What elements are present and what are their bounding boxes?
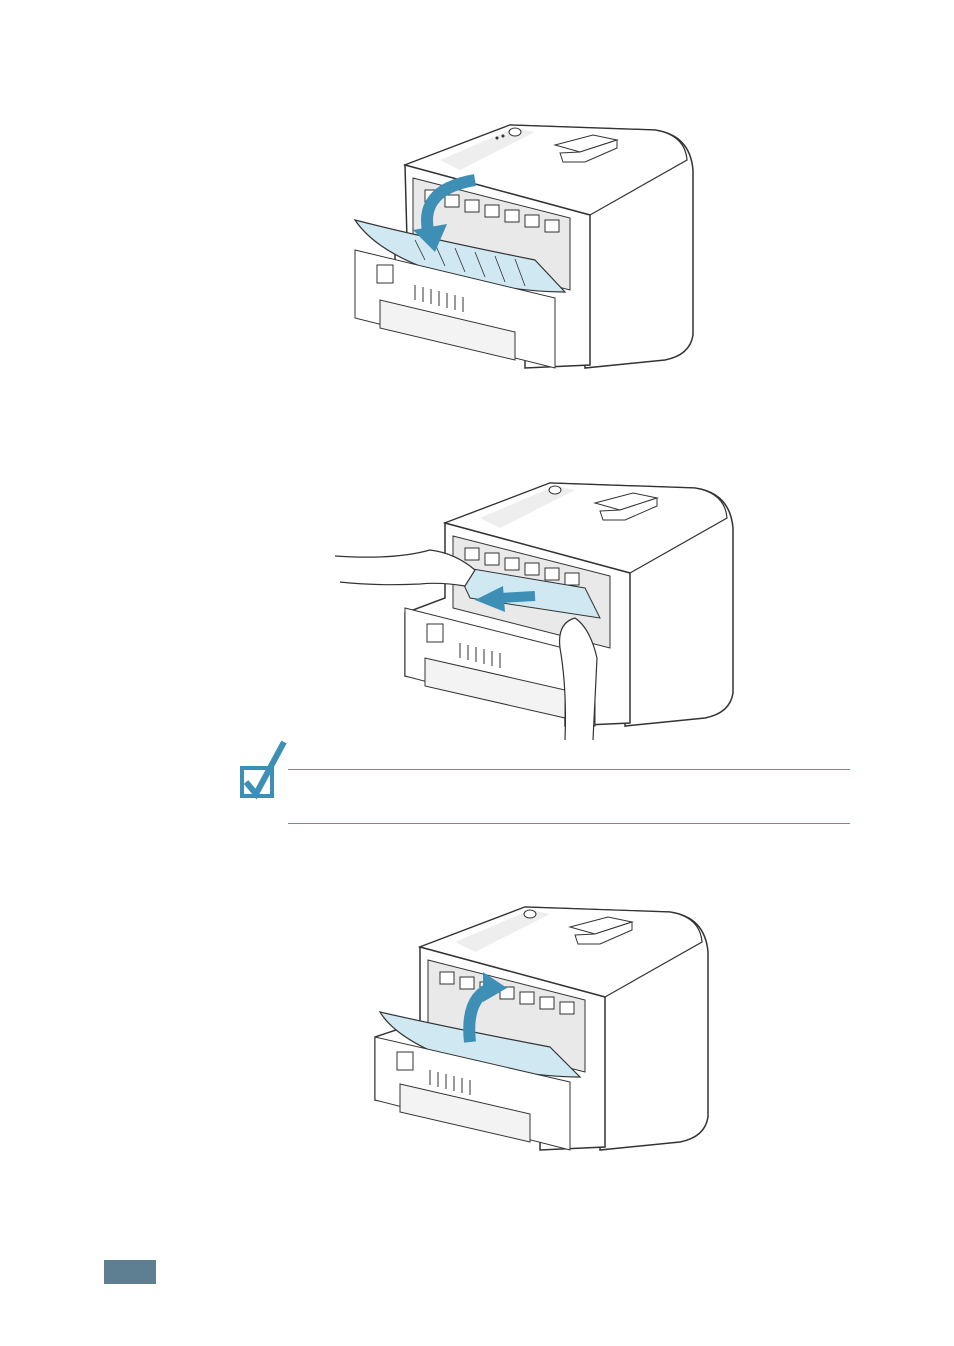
note-block xyxy=(236,738,850,828)
printer-remove-paper-svg xyxy=(335,478,745,740)
page-number-tab xyxy=(104,1260,156,1284)
printer-illustration-remove-paper xyxy=(335,478,745,740)
printer-open-tray-svg xyxy=(335,120,705,380)
printer-close-tray-svg xyxy=(375,902,720,1164)
checkmark-icon xyxy=(236,738,288,802)
note-rule-bottom xyxy=(288,823,850,824)
printer-illustration-open-tray xyxy=(335,120,705,380)
printer-illustration-close-tray xyxy=(375,902,720,1164)
note-rule-top xyxy=(288,769,850,770)
